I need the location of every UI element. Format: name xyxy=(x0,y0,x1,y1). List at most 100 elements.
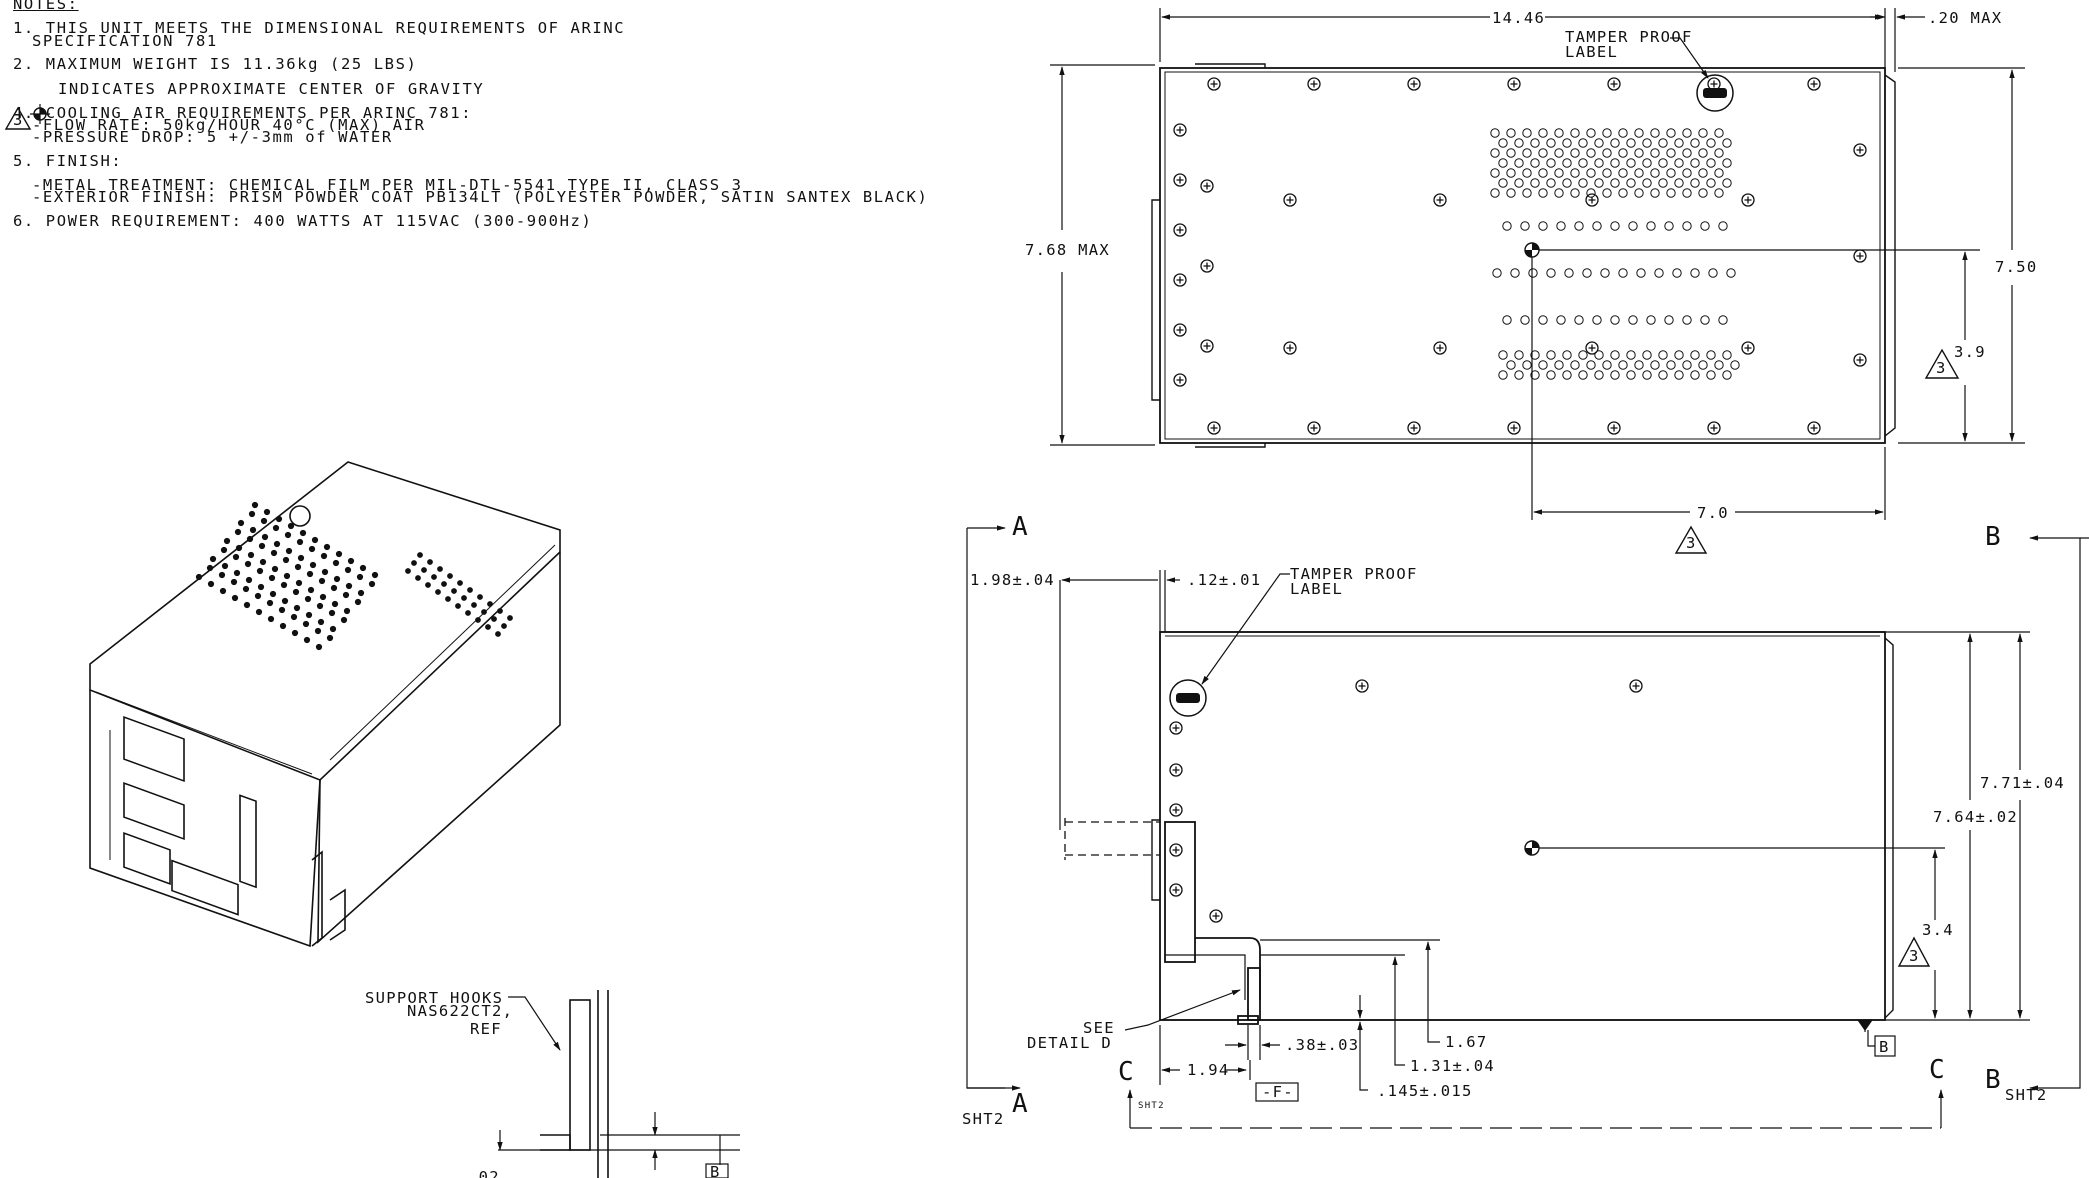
vent-hole xyxy=(1554,128,1564,138)
iso-vent-dot xyxy=(251,501,259,509)
iso-vent-dot xyxy=(263,508,271,516)
iso-vent-dot xyxy=(281,597,289,605)
iso-vent-dot xyxy=(321,568,329,576)
iso-vent-dot xyxy=(421,567,427,573)
fastener-cross xyxy=(1510,424,1518,432)
vent-hole xyxy=(1498,178,1508,188)
side-datum-f: -F- xyxy=(1262,1083,1294,1101)
fastener xyxy=(1200,259,1214,273)
iso-vent-dot xyxy=(248,510,256,518)
fastener xyxy=(1169,803,1183,817)
fastener-cross xyxy=(1610,424,1618,432)
iso-vent-dot xyxy=(269,590,277,598)
iso-vent-dot xyxy=(284,531,292,539)
fastener-cross xyxy=(1203,262,1211,270)
fastener xyxy=(1741,193,1755,207)
vent-hole xyxy=(1530,158,1540,168)
vent-hole xyxy=(1646,315,1656,325)
vent-hole xyxy=(1674,158,1684,168)
vent-hole xyxy=(1594,350,1604,360)
iso-vent-dot xyxy=(340,616,348,624)
vent-hole xyxy=(1674,370,1684,380)
vent-hole xyxy=(1626,178,1636,188)
iso-vent-dot xyxy=(318,577,326,585)
iso-vent-dot xyxy=(275,515,283,523)
vent-hole xyxy=(1578,178,1588,188)
iso-vent-dot xyxy=(347,557,355,565)
iso-vent-dot xyxy=(311,536,319,544)
fastener-cross xyxy=(1286,344,1294,352)
vent-hole xyxy=(1528,268,1538,278)
fastener-cross xyxy=(1203,182,1211,190)
iso-vent-dot xyxy=(323,543,331,551)
iso-vent-dot xyxy=(268,574,276,582)
iso-vent-dot xyxy=(425,582,431,588)
vent-hole xyxy=(1674,350,1684,360)
vent-hole xyxy=(1506,128,1516,138)
cg-note-number: 3 xyxy=(13,111,24,129)
vent-hole xyxy=(1618,148,1628,158)
vent-hole xyxy=(1546,370,1556,380)
vent-hole xyxy=(1722,178,1732,188)
sheet-ref-b: SHT2 xyxy=(2005,1086,2048,1104)
vent-hole xyxy=(1502,315,1512,325)
iso-vent-dot xyxy=(232,553,240,561)
iso-vent-dot xyxy=(272,524,280,532)
iso-vent-dot xyxy=(247,551,255,559)
vent-hole xyxy=(1722,350,1732,360)
vent-hole xyxy=(1714,360,1724,370)
side-dim-1-67: 1.67 xyxy=(1445,1033,1488,1051)
iso-vent-dot xyxy=(317,618,325,626)
vent-hole xyxy=(1490,148,1500,158)
note-1-continued: SPECIFICATION 781 xyxy=(32,32,218,50)
iso-vent-dot xyxy=(457,580,463,586)
note-2: 2. MAXIMUM WEIGHT IS 11.36kg (25 LBS) xyxy=(13,55,418,73)
iso-vent-dot xyxy=(465,610,471,616)
vent-hole xyxy=(1592,315,1602,325)
fastener xyxy=(1169,883,1183,897)
vent-hole xyxy=(1700,315,1710,325)
vent-hole xyxy=(1698,148,1708,158)
vent-hole xyxy=(1650,128,1660,138)
iso-vent-dot xyxy=(219,587,227,595)
fastener-cross xyxy=(1510,80,1518,88)
iso-vent-dot xyxy=(257,583,265,591)
vent-hole xyxy=(1520,221,1530,231)
vent-hole xyxy=(1634,188,1644,198)
fastener xyxy=(1173,373,1187,387)
iso-vent-dot xyxy=(279,622,287,630)
iso-vent-dot xyxy=(220,546,228,554)
vent-hole xyxy=(1618,360,1628,370)
top-view xyxy=(1151,63,1896,448)
vent-hole xyxy=(1594,158,1604,168)
fastener-cross xyxy=(1172,766,1180,774)
iso-vent-dot xyxy=(266,599,274,607)
vent-hole xyxy=(1506,168,1516,178)
vent-hole xyxy=(1666,148,1676,158)
iso-vent-dot xyxy=(345,582,353,590)
top-dim-height: 7.68 MAX xyxy=(1025,241,1110,259)
side-dim-total: 7.71±.04 xyxy=(1980,774,2065,792)
vent-hole xyxy=(1502,221,1512,231)
vent-hole xyxy=(1574,221,1584,231)
vent-hole xyxy=(1538,188,1548,198)
vent-hole xyxy=(1636,268,1646,278)
iso-vent-dot xyxy=(304,595,312,603)
iso-vent-dot xyxy=(435,589,441,595)
detail-label-support-hooks: SUPPORT HOOKS xyxy=(365,989,503,1007)
vent-hole xyxy=(1706,158,1716,168)
side-see-label: SEE xyxy=(1083,1019,1115,1037)
iso-vent-dot xyxy=(278,606,286,614)
iso-vent-dot xyxy=(411,560,417,566)
vent-hole xyxy=(1490,168,1500,178)
vent-hole xyxy=(1730,360,1740,370)
iso-vent-dot xyxy=(282,556,290,564)
iso-vent-dot xyxy=(332,559,340,567)
fastener xyxy=(1433,341,1447,355)
vent-hole xyxy=(1610,138,1620,148)
vent-hole xyxy=(1628,315,1638,325)
general-notes: NOTES: 1. THIS UNIT MEETS THE DIMENSIONA… xyxy=(13,0,927,230)
fastener-cross xyxy=(1810,424,1818,432)
top-dim-right: 7.50 xyxy=(1995,258,2038,276)
